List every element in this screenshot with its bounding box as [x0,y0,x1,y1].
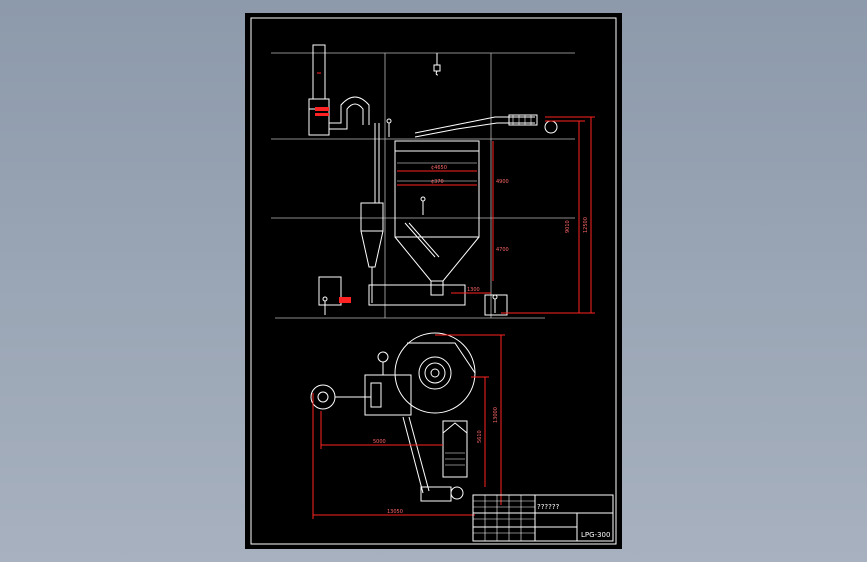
cyclone-front [360,123,384,303]
air-heater [414,114,558,138]
front-dimensions [397,116,595,314]
dim-p2: 5610 [477,430,483,443]
title-block-name: ?????? [537,503,560,511]
scrubber-tower [308,44,330,136]
drying-tower [394,140,480,296]
title-block-model: LPG-300 [581,531,610,539]
drawing-border [250,17,617,545]
drawing-sheet: ¢4650 ¢370 4900 4700 1300 9010 12500 [245,13,622,549]
dim-p4: 13000 [493,407,499,423]
dim-p3: 13050 [387,509,403,515]
dim-d4: 4700 [496,247,509,253]
title-block [472,494,614,542]
plan-dimensions [312,334,505,519]
dim-p1: 5000 [373,439,386,445]
dim-d6: 9010 [565,220,571,233]
plan-view [310,332,476,502]
hoist-hook [433,53,441,76]
exhaust-duct [329,96,370,130]
worker-figures [322,118,498,315]
dim-d5: 1300 [467,287,480,293]
cad-drawing: ¢4650 ¢370 4900 4700 1300 9010 12500 [250,17,617,545]
dim-d1: ¢4650 [431,165,447,171]
base-platform [318,276,508,316]
dim-d2: ¢370 [431,179,444,185]
dim-d3: 4900 [496,179,509,185]
dim-d7: 12500 [583,217,589,233]
